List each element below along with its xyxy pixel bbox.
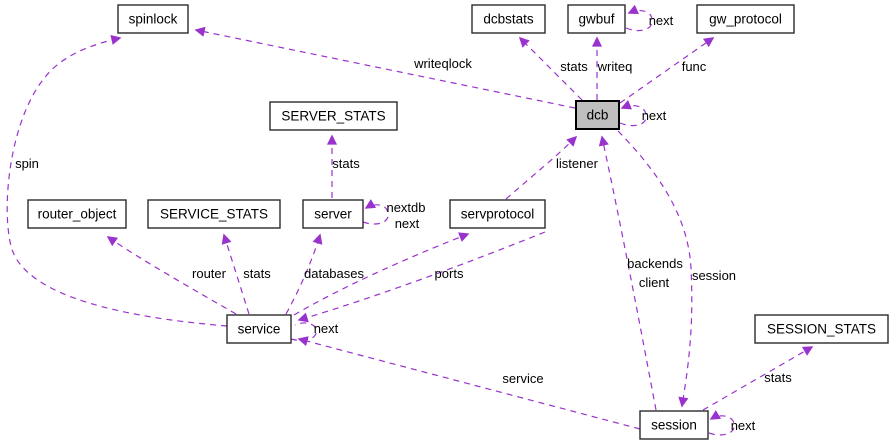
node-server-stats[interactable]: SERVER_STATS: [269, 101, 398, 131]
edge-session-service: [297, 336, 641, 430]
node-server-label: server: [314, 207, 352, 222]
node-server-box[interactable]: [302, 199, 364, 229]
node-dcbstats-box[interactable]: [471, 4, 546, 34]
edge-dcb-session: [617, 130, 693, 408]
node-session-stats-label: SESSION_STATS: [767, 322, 876, 337]
edge-label-spin: spin: [15, 156, 39, 171]
edge-label-session-service: service: [502, 371, 543, 386]
node-session-stats-box[interactable]: [754, 314, 889, 344]
edge-label-writeq: writeq: [597, 59, 633, 74]
edge-dcb-self: [619, 99, 647, 127]
node-service-stats[interactable]: SERVICE_STATS: [147, 199, 281, 229]
edge-service-server: [285, 233, 323, 315]
node-spinlock-box[interactable]: [117, 4, 189, 34]
node-gw-protocol[interactable]: gw_protocol: [696, 4, 795, 34]
edge-label-server-next: next: [395, 216, 420, 231]
edge-service-servprotocol: [293, 232, 470, 316]
edge-dcb-spinlock: [194, 26, 576, 109]
node-router-object-label: router_object: [38, 207, 117, 222]
edge-dcb-gwprotocol: [619, 37, 715, 104]
edge-label-service-next: next: [314, 321, 339, 336]
edge-label-func: func: [682, 59, 707, 74]
node-gw-protocol-box[interactable]: [696, 4, 795, 34]
edge-label-service-stats: stats: [243, 266, 271, 281]
edge-label-client: client: [639, 275, 670, 290]
edge-label-writeqlock: writeqlock: [413, 56, 472, 71]
node-service-stats-box[interactable]: [147, 199, 281, 229]
edge-gwbuf-self: [625, 4, 653, 32]
edge-label-ports: ports: [435, 266, 464, 281]
edge-labels: writeqlock spin stats writeq func next n…: [15, 13, 792, 433]
node-service[interactable]: service: [226, 314, 292, 344]
edge-service-self: [290, 322, 317, 342]
edge-label-listener: listener: [556, 156, 599, 171]
edge-label-databases: databases: [304, 266, 364, 281]
edge-server-self: [362, 199, 389, 225]
edge-servprotocol-service: [297, 231, 546, 323]
node-dcbstats-label: dcbstats: [483, 12, 534, 27]
edge-label-server-stats: stats: [332, 156, 360, 171]
node-gwbuf-box[interactable]: [567, 4, 626, 34]
node-session[interactable]: session: [639, 410, 709, 440]
edge-session-self: [708, 410, 735, 436]
node-router-object[interactable]: router_object: [27, 199, 127, 229]
node-dcb-label: dcb: [587, 108, 609, 123]
edge-service-routerobject: [106, 236, 237, 315]
nodes: spinlock dcbstats gwbuf gw_protocol SERV…: [27, 4, 889, 440]
node-dcbstats[interactable]: dcbstats: [471, 4, 546, 34]
node-spinlock-label: spinlock: [129, 12, 178, 27]
node-session-box[interactable]: [639, 410, 709, 440]
edge-dcb-dcbstats: [518, 36, 583, 101]
node-dcb[interactable]: dcb: [575, 100, 620, 130]
edge-label-session-next: next: [731, 418, 756, 433]
edge-session-dcb: [598, 135, 657, 411]
node-gwbuf[interactable]: gwbuf: [567, 4, 626, 34]
node-server[interactable]: server: [302, 199, 364, 229]
node-session-stats[interactable]: SESSION_STATS: [754, 314, 889, 344]
node-dcb-box[interactable]: [575, 100, 620, 130]
node-gwbuf-label: gwbuf: [578, 12, 614, 27]
edges: [6, 4, 814, 436]
edge-service-servicestats: [221, 233, 250, 315]
node-gw-protocol-label: gw_protocol: [709, 12, 782, 27]
node-servprotocol-label: servprotocol: [461, 207, 535, 222]
node-session-label: session: [651, 418, 697, 433]
node-server-stats-label: SERVER_STATS: [281, 109, 385, 124]
edge-servprotocol-dcb: [505, 135, 578, 200]
edge-session-sessionstats: [702, 346, 814, 411]
node-server-stats-box[interactable]: [269, 101, 398, 131]
edge-label-dcb-session: session: [692, 268, 736, 283]
edge-label-dcb-next: next: [642, 108, 667, 123]
edge-label-session-stats: stats: [764, 370, 792, 385]
edge-label-server-nextdb: nextdb: [386, 200, 425, 215]
edge-service-spinlock: [6, 34, 228, 327]
node-router-object-box[interactable]: [27, 199, 127, 229]
node-service-label: service: [238, 322, 281, 337]
edge-label-backends: backends: [627, 256, 683, 271]
edge-label-router: router: [192, 266, 227, 281]
node-servprotocol-box[interactable]: [449, 199, 546, 229]
edge-label-gwbuf-next: next: [649, 13, 674, 28]
node-servprotocol[interactable]: servprotocol: [449, 199, 546, 229]
node-service-stats-label: SERVICE_STATS: [160, 207, 268, 222]
edge-label-dcb-stats: stats: [560, 59, 588, 74]
node-spinlock[interactable]: spinlock: [117, 4, 189, 34]
node-service-box[interactable]: [226, 314, 292, 344]
